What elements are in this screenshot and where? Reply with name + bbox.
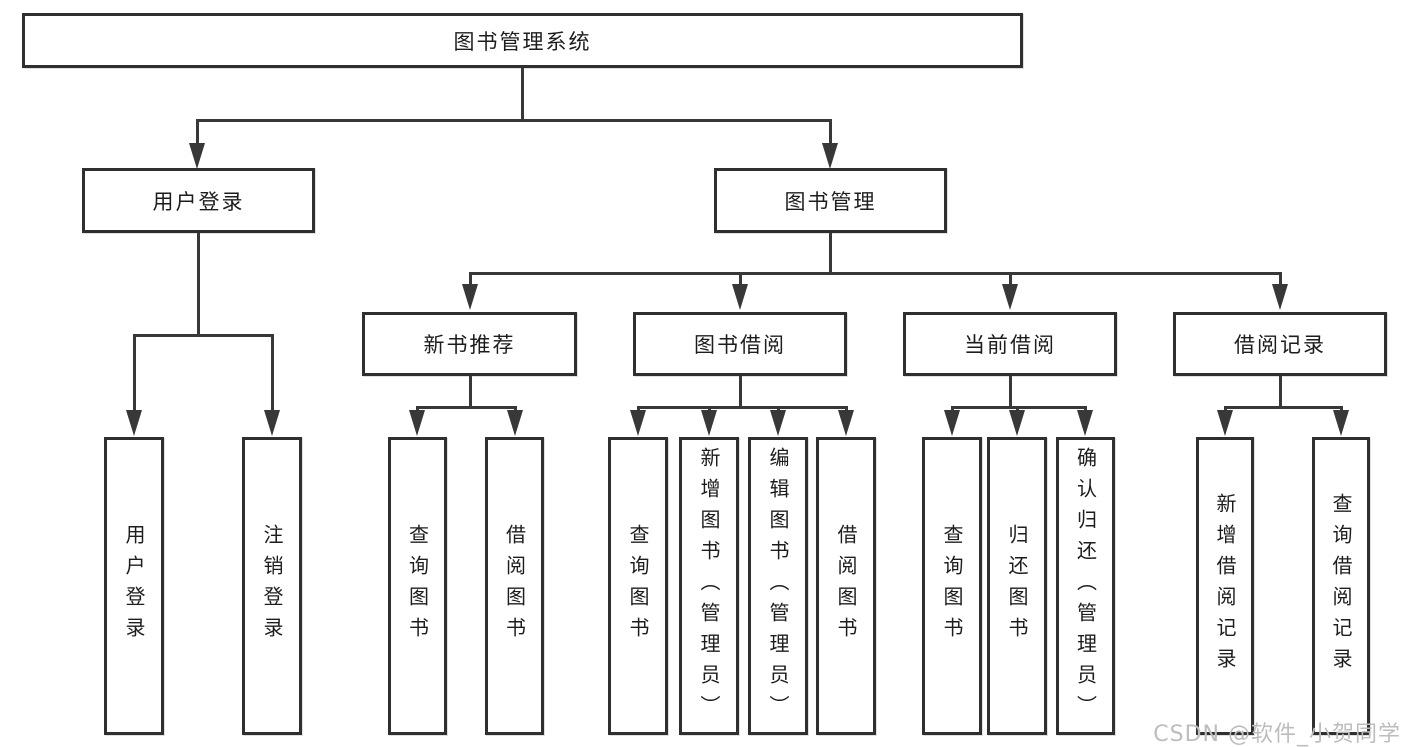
node-book-management: 图书管理	[714, 168, 947, 233]
arrowhead-icon	[409, 410, 425, 436]
leaf-current-query-books: 查询图书	[922, 437, 982, 735]
leaf-logout: 注销登录	[242, 437, 302, 735]
connector-line	[197, 233, 200, 337]
arrowhead-icon	[1077, 410, 1093, 436]
node-book-borrowing: 图书借阅	[633, 312, 847, 376]
arrowhead-icon	[462, 284, 478, 310]
node-label: 图书借阅	[694, 333, 786, 357]
leaf-borrowing-borrow-books: 借阅图书	[816, 437, 876, 735]
csdn-watermark: CSDN @软件_小贺同学	[1153, 722, 1401, 747]
arrowhead-icon	[630, 410, 646, 436]
connector-line	[469, 272, 1282, 275]
leaf-label: 注销登录	[260, 524, 284, 648]
arrowhead-icon	[701, 410, 717, 436]
connector-line	[739, 272, 742, 290]
node-user-login: 用户登录	[82, 168, 315, 233]
node-new-book-recommendation: 新书推荐	[362, 312, 577, 376]
arrowhead-icon	[189, 143, 205, 169]
arrowhead-icon	[1009, 410, 1025, 436]
arrowhead-icon	[1333, 410, 1349, 436]
node-label: 新书推荐	[423, 333, 516, 357]
arrowhead-icon	[1002, 284, 1018, 310]
node-label: 借阅记录	[1234, 333, 1326, 357]
connector-line	[637, 406, 847, 409]
leaf-user-login: 用户登录	[104, 437, 164, 735]
arrowhead-icon	[507, 410, 523, 436]
connector-line	[271, 334, 274, 414]
arrowhead-icon	[1217, 410, 1233, 436]
connector-line	[829, 119, 832, 149]
node-current-borrowing: 当前借阅	[903, 312, 1117, 376]
leaf-borrowing-add-books-admin: 新增图书（管理员）	[679, 437, 739, 735]
connector-line	[1224, 406, 1343, 409]
leaf-label: 编辑图书（管理员）	[766, 446, 790, 726]
leaf-current-confirm-return-admin: 确认归还（管理员）	[1056, 437, 1115, 735]
leaf-label: 查询借阅记录	[1329, 493, 1353, 679]
connector-line	[1279, 376, 1282, 409]
node-borrowing-records: 借阅记录	[1173, 312, 1387, 376]
leaf-label: 查询图书	[940, 524, 964, 648]
connector-line	[469, 272, 472, 290]
arrowhead-icon	[822, 143, 838, 169]
node-label: 当前借阅	[964, 333, 1056, 357]
arrowhead-icon	[944, 410, 960, 436]
leaf-recommend-query-books: 查询图书	[388, 437, 447, 735]
arrowhead-icon	[732, 284, 748, 310]
leaf-label: 查询图书	[405, 524, 430, 648]
leaf-label: 借阅图书	[834, 524, 858, 648]
connector-line	[1009, 376, 1012, 409]
connector-line	[469, 376, 472, 409]
connector-line	[1279, 272, 1282, 290]
arrowhead-icon	[264, 410, 280, 436]
leaf-label: 新增借阅记录	[1213, 493, 1237, 679]
node-library-management-system: 图书管理系统	[22, 13, 1023, 68]
leaf-borrowing-edit-books-admin: 编辑图书（管理员）	[748, 437, 808, 735]
node-label: 图书管理	[784, 189, 877, 214]
node-label: 图书管理系统	[453, 29, 592, 54]
arrowhead-icon	[770, 410, 786, 436]
connector-line	[133, 334, 274, 337]
connector-line	[196, 119, 199, 149]
leaf-record-query-borrow-record: 查询借阅记录	[1312, 437, 1370, 735]
leaf-label: 确认归还（管理员）	[1073, 446, 1098, 726]
leaf-label: 查询图书	[626, 524, 650, 648]
node-label: 用户登录	[152, 189, 245, 214]
arrowhead-icon	[1272, 284, 1288, 310]
connector-line	[416, 406, 517, 409]
connector-line	[133, 334, 136, 414]
arrowhead-icon	[126, 410, 142, 436]
arrowhead-icon	[838, 410, 854, 436]
leaf-current-return-books: 归还图书	[987, 437, 1047, 735]
leaf-label: 用户登录	[122, 524, 146, 648]
leaf-record-add-borrow-record: 新增借阅记录	[1196, 437, 1254, 735]
connector-line	[1009, 272, 1012, 290]
connector-line	[739, 376, 742, 409]
leaf-recommend-borrow-books: 借阅图书	[485, 437, 544, 735]
leaf-label: 新增图书（管理员）	[697, 446, 721, 726]
leaf-label: 归还图书	[1005, 524, 1029, 648]
leaf-borrowing-query-books: 查询图书	[608, 437, 668, 735]
connector-line	[829, 233, 832, 275]
connector-line	[521, 68, 524, 122]
leaf-label: 借阅图书	[502, 524, 527, 648]
connector-line	[196, 119, 832, 122]
